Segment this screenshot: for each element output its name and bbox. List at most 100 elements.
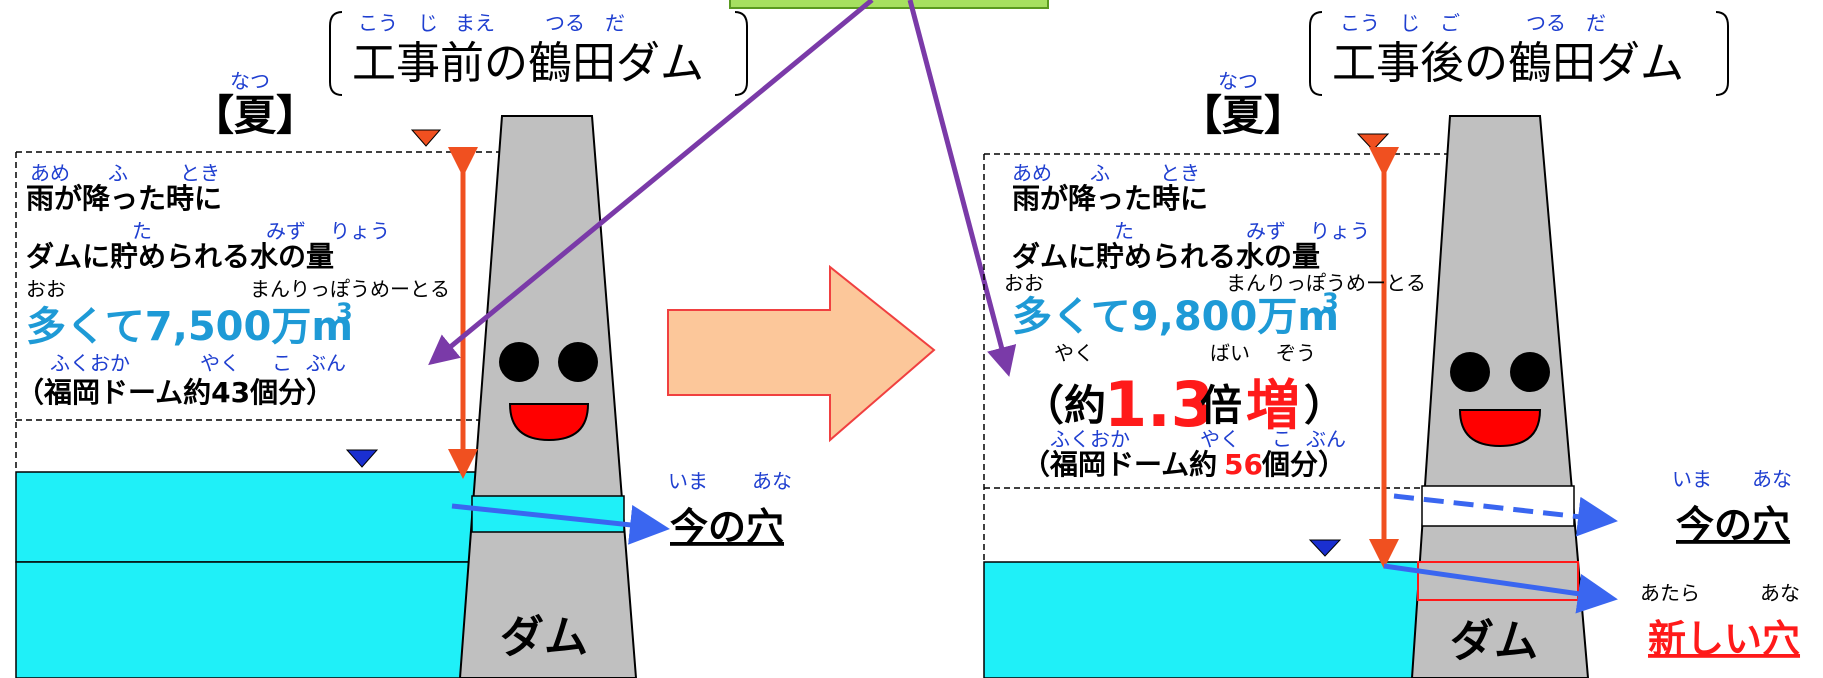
after-title-bracket-left [1309, 11, 1323, 96]
pointer-to-after-ratio [907, 0, 1017, 377]
before-hole-arrow [451, 503, 670, 545]
before-dome: （福岡ドーム約43個分） [16, 376, 334, 409]
before-title: 工事前の鶴田ダム [352, 38, 704, 89]
before-water-upper [15, 471, 495, 563]
after-dome-ruby-3: こ [1272, 427, 1292, 451]
after-line1-ruby-2: ふ [1090, 161, 1110, 185]
after-line2-ruby-3: りょう [1310, 219, 1370, 243]
after-line2: ダムに貯められる水の量 [1012, 240, 1320, 273]
after-title: 工事後の鶴田ダム [1332, 38, 1684, 89]
before-amount-superscript: 3 [336, 298, 353, 326]
after-dam-eye-right [1510, 352, 1550, 392]
after-line1-ruby-1: あめ [1012, 161, 1052, 185]
before-hole-label: 今の穴 [670, 505, 784, 549]
after-hole-label: 今の穴 [1676, 503, 1790, 547]
after-panel: こう じ ご つる だ 工事後の鶴田ダム なつ 【夏】 ダム あめ ふ とき 雨… [983, 11, 1800, 678]
after-ratio-ruby-2: ばい [1210, 341, 1250, 365]
after-ratio-close: ） [1304, 381, 1346, 430]
after-dam-eye-left [1450, 352, 1490, 392]
after-water [983, 561, 1425, 678]
after-title-ruby-5: だ [1586, 11, 1606, 35]
before-amount-ruby-1: おお [26, 277, 66, 301]
after-title-ruby-4: つる [1526, 11, 1566, 35]
after-amount-superscript: 3 [1322, 288, 1339, 316]
before-line1-ruby-2: ふ [108, 161, 128, 185]
before-title-ruby-2: じ [418, 11, 438, 35]
after-amount-ruby-2: まんりっぽうめーとる [1226, 271, 1426, 295]
before-hole-ruby-1: いま [668, 469, 708, 493]
after-dome-ruby-4: ぶん [1306, 427, 1346, 451]
before-title-ruby-4: つる [545, 11, 585, 35]
before-season: 【夏】 [192, 91, 318, 140]
before-line2-ruby-3: りょう [330, 219, 390, 243]
after-title-ruby-2: じ [1400, 11, 1420, 35]
after-current-hole-arrow [1393, 493, 1618, 537]
before-reservoir-outline [15, 151, 500, 472]
before-dome-ruby-1: ふくおか [50, 351, 130, 375]
before-line1-ruby-3: とき [180, 161, 220, 185]
after-hole-ruby-1: いま [1672, 467, 1712, 491]
after-reservoir-outline [983, 153, 1450, 560]
after-dam-label: ダム [1450, 616, 1538, 667]
before-water-level-marker [345, 449, 379, 468]
after-ratio-times: 倍 [1200, 381, 1242, 430]
before-dam-eye-left [499, 342, 539, 382]
after-new-hole-arrow [1383, 563, 1618, 614]
before-dome-ruby-2: やく [200, 351, 240, 375]
after-ratio-open: （約 [1022, 381, 1106, 430]
before-amount-ruby-2: まんりっぽうめーとる [250, 277, 450, 301]
after-amount-ruby-1: おお [1004, 271, 1044, 295]
before-line2-ruby-2: みず [266, 219, 306, 243]
before-dome-ruby-3: こ [272, 351, 292, 375]
before-title-ruby-5: だ [605, 11, 625, 35]
before-line1: 雨が降った時に [26, 182, 222, 215]
before-title-bracket-right [734, 11, 748, 96]
after-water-level-marker [1308, 539, 1342, 557]
after-dome-ruby-1: ふくおか [1050, 427, 1130, 451]
before-dam [458, 115, 638, 678]
after-ratio-increase: 増 [1246, 374, 1300, 437]
after-ratio-ruby-3: ぞう [1276, 341, 1316, 365]
before-dam-eye-right [558, 342, 598, 382]
after-dome-count: 56 [1224, 448, 1263, 481]
after-new-hole-ruby-1: あたら [1640, 581, 1700, 605]
before-dam-label: ダム [500, 612, 588, 663]
before-title-ruby-3: まえ [455, 11, 495, 35]
after-dome-ruby-2: やく [1200, 427, 1240, 451]
after-line2-ruby-1: た [1114, 219, 1134, 243]
top-callout-box [729, 0, 1049, 9]
before-panel: こう じ まえ つる だ 工事前の鶴田ダム なつ 【夏】 ダム あめ ふ とき … [15, 11, 792, 678]
before-dome-ruby-4: ぶん [306, 351, 346, 375]
after-dam-mouth [1458, 409, 1542, 448]
before-season-ruby: なつ [230, 69, 270, 93]
pointer-to-before-amount [428, 0, 874, 366]
before-water-lower [15, 561, 495, 678]
before-line2: ダムに貯められる水の量 [26, 240, 334, 273]
after-full-level-marker [1356, 133, 1390, 151]
after-title-bracket-right [1715, 11, 1729, 96]
after-ratio-value: 1.3 [1104, 368, 1214, 441]
after-amount: 多くて9,800万m [1012, 294, 1339, 340]
after-new-hole-ruby-2: あな [1760, 581, 1800, 605]
after-season: 【夏】 [1180, 91, 1306, 140]
after-season-ruby: なつ [1218, 69, 1258, 93]
transition-arrow [667, 264, 936, 443]
before-amount: 多くて7,500万m [26, 304, 353, 350]
after-title-ruby-3: ご [1440, 11, 1460, 35]
after-new-hole-label: 新しい穴 [1648, 617, 1800, 661]
before-title-ruby-1: こう [358, 11, 398, 35]
after-line1: 雨が降った時に [1012, 182, 1208, 215]
after-dome-close: 個分） [1261, 448, 1346, 481]
before-dam-mouth [508, 403, 590, 442]
after-hole-ruby-2: あな [1752, 467, 1792, 491]
after-line1-ruby-3: とき [1160, 161, 1200, 185]
after-line2-ruby-2: みず [1246, 219, 1286, 243]
after-dome-open: （福岡ドーム約 [1022, 448, 1217, 481]
after-title-ruby-1: こう [1340, 11, 1380, 35]
before-title-bracket-left [329, 11, 343, 96]
before-full-level-marker [410, 129, 442, 147]
before-line2-ruby-1: た [132, 219, 152, 243]
before-hole-ruby-2: あな [752, 469, 792, 493]
after-ratio-ruby-1: やく [1054, 341, 1094, 365]
